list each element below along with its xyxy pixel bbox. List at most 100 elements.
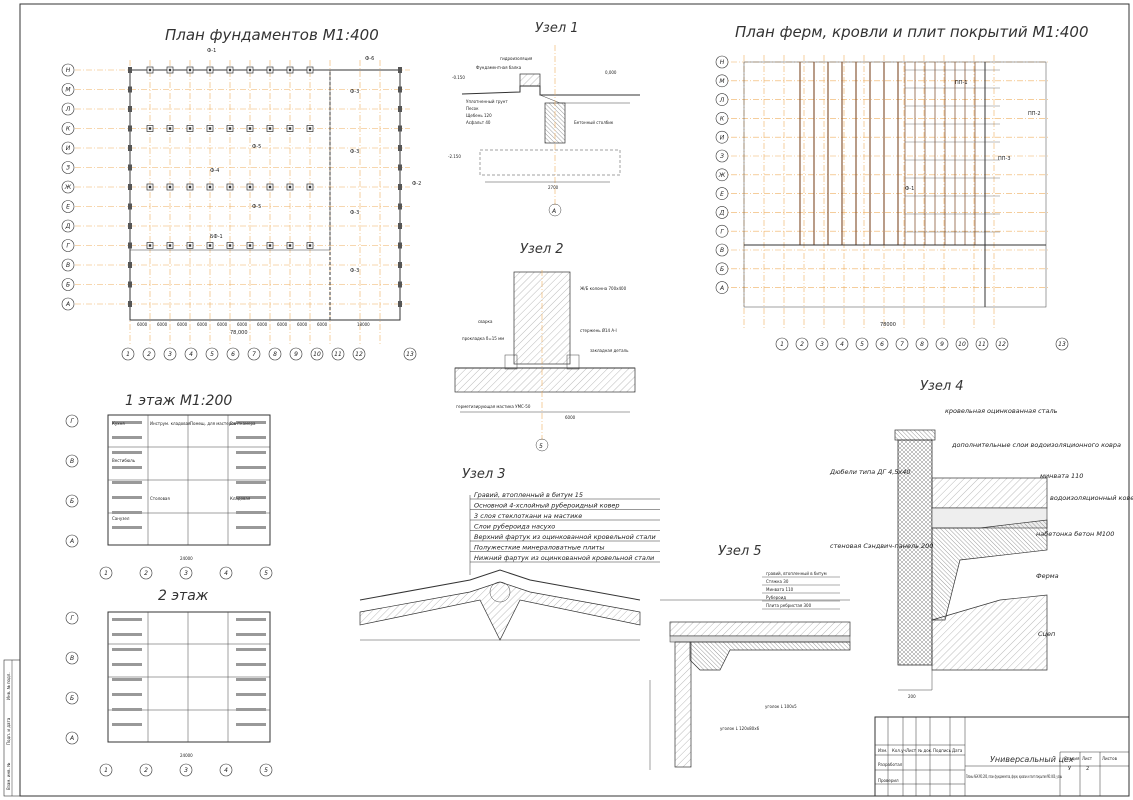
foundation-column bbox=[188, 68, 192, 72]
roof-col-7-circle bbox=[895, 337, 909, 351]
n5-l2: уголок L 120х80х6 bbox=[720, 726, 760, 731]
fnd-row-Г-circle bbox=[61, 239, 75, 252]
tb-header-3: Лист bbox=[906, 748, 917, 753]
fnd-col-8-circle bbox=[268, 347, 282, 361]
roof-col-10-circle bbox=[955, 337, 969, 351]
floor-fixture bbox=[112, 466, 142, 469]
fnd-col-4-circle bbox=[184, 347, 198, 361]
rmark-pp3: ПП-3 bbox=[998, 156, 1011, 162]
n1-l6: Бетонный столбик bbox=[574, 120, 614, 125]
fnd-row-Л: Л bbox=[65, 106, 71, 113]
foundation-column bbox=[268, 127, 272, 130]
roof-row-А-circle bbox=[715, 281, 729, 294]
f1-rooms-row-Г: Г bbox=[70, 418, 74, 425]
foundation-grid bbox=[75, 60, 410, 345]
roof-col-4: 4 bbox=[840, 341, 844, 348]
fmark-3d: Ф-3 bbox=[350, 268, 359, 274]
fnd-col-3-circle bbox=[163, 347, 177, 361]
foundation-edge-pad bbox=[128, 67, 132, 73]
foundation-edge-pad bbox=[128, 242, 132, 249]
roof-row-Б: Б bbox=[720, 266, 724, 273]
foundation-column bbox=[268, 244, 272, 247]
floor-fixture bbox=[236, 496, 266, 499]
foundation-column bbox=[168, 127, 172, 130]
foundation-column bbox=[208, 244, 212, 247]
roof-row-Е-circle bbox=[715, 187, 729, 200]
fnd-dim: 6000 bbox=[177, 322, 188, 327]
n4-l9: Сцеп bbox=[1038, 630, 1055, 638]
foundation-edge-pad bbox=[398, 203, 402, 210]
node-4: Узел 4 200 кровельная оцинкованная сталь… bbox=[829, 379, 1133, 699]
fnd-row-И-circle bbox=[61, 141, 75, 155]
tb-header-2: Кол.уч. bbox=[892, 748, 907, 753]
roof-row-И: И bbox=[720, 134, 725, 141]
f1-rooms-row-Б: Б bbox=[70, 498, 74, 505]
floor-fixture bbox=[112, 511, 142, 514]
f1-rooms-row-А-circle bbox=[65, 534, 79, 548]
foundation-total: 78,000 bbox=[230, 330, 248, 336]
n2-l5: закладная деталь bbox=[590, 348, 629, 353]
node3-title: Узел 3 bbox=[462, 467, 506, 482]
foundation-edge-pad bbox=[128, 145, 132, 151]
roof-col-13-circle bbox=[1055, 337, 1069, 351]
foundation-column bbox=[308, 244, 312, 247]
foundation-column bbox=[148, 127, 152, 130]
fmark-4: Ф-4 bbox=[210, 168, 219, 174]
fnd-col-9: 9 bbox=[294, 351, 298, 358]
roof-col-1-circle bbox=[775, 337, 789, 351]
f2-rooms-col-2-circle bbox=[139, 763, 153, 777]
roof-row-М-circle bbox=[715, 74, 729, 88]
foundation-column bbox=[208, 127, 212, 130]
node5-title: Узел 5 bbox=[718, 544, 762, 559]
fmark-3c: Ф-3 bbox=[350, 210, 359, 216]
fnd-col-13: 13 bbox=[406, 351, 414, 358]
foundation-edge-pad bbox=[398, 262, 402, 268]
n4-l3: Дюбели типа ДГ 4,5х40 bbox=[829, 468, 911, 476]
roof-col-9-circle bbox=[935, 337, 949, 351]
n4-l5: водоизоляционный ковер (основной) bbox=[1050, 494, 1133, 502]
foundation-edge-pad bbox=[398, 106, 402, 112]
fnd-row-З-circle bbox=[61, 161, 75, 174]
node3-layer-label: 3 слоя стеклоткани на мастике bbox=[474, 512, 582, 520]
fnd-row-Н-circle bbox=[61, 63, 75, 77]
title-block: Изм. Кол.уч. Лист № док. Подпись Дата Ра… bbox=[874, 716, 1130, 797]
fnd-row-З: З bbox=[66, 165, 70, 172]
f1-rooms-row-А: А bbox=[69, 538, 74, 545]
fmark-1: Ф-1 bbox=[207, 48, 216, 54]
floor-fixture bbox=[112, 723, 142, 726]
floor2-total: 24000 bbox=[180, 753, 193, 758]
roof-col-5: 5 bbox=[860, 341, 864, 348]
fmark-5a: Ф-5 bbox=[252, 144, 261, 150]
fnd-row-Б-circle bbox=[61, 278, 75, 291]
node5-layer-label: Стяжка 30 bbox=[766, 579, 789, 584]
tb-header-6: Дата bbox=[952, 748, 963, 753]
fnd-row-Г: Г bbox=[66, 243, 70, 250]
tb-description: Планы АБК М1:200, план фундаментов, ферм… bbox=[966, 774, 1062, 779]
floor-fixture bbox=[236, 633, 266, 636]
foundation-column bbox=[148, 244, 152, 247]
n4-l4: минвата 110 bbox=[1040, 472, 1083, 480]
foundation-edge-pad bbox=[128, 106, 132, 112]
fnd-row-М-circle bbox=[61, 83, 75, 96]
roof-row-Е: Е bbox=[720, 191, 724, 198]
foundation-column bbox=[268, 68, 272, 72]
foundation-edge-pad bbox=[128, 301, 132, 307]
n1-l7: Уплотненный грунт bbox=[466, 99, 508, 104]
n4-l2: дополнительные слои водоизоляционного ко… bbox=[951, 441, 1121, 449]
floor-fixture bbox=[236, 436, 266, 439]
node-2: Узел 2 5 6000 Ж/Б колонна 700х400 сварка… bbox=[454, 242, 636, 452]
roof-row-Ж: Ж bbox=[718, 172, 726, 179]
roof-col-3: 3 bbox=[820, 341, 824, 348]
foundation-column bbox=[168, 68, 172, 72]
f2-rooms-col-5: 5 bbox=[264, 767, 268, 774]
floor-fixture bbox=[236, 451, 266, 454]
floor-fixture bbox=[236, 481, 266, 484]
fnd-row-В: В bbox=[66, 262, 70, 269]
floor-fixture bbox=[236, 526, 266, 529]
node-1: Узел 1 А 2700 гидроизоляция Фундаментная… bbox=[448, 21, 640, 217]
fnd-row-Б: Б bbox=[66, 282, 70, 289]
foundation-edge-pad bbox=[398, 184, 402, 190]
